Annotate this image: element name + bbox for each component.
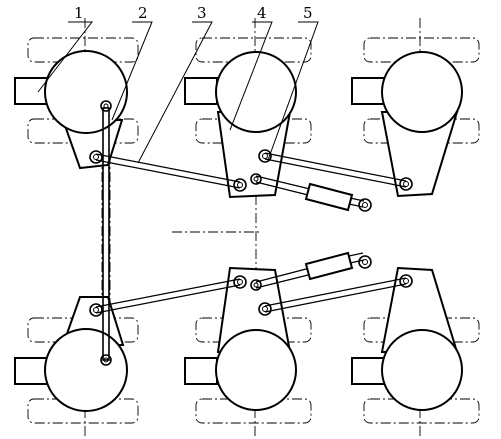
cylinder-top	[255, 175, 372, 212]
joint-top-mid-b-inner	[262, 153, 268, 159]
cylinder-piston-a	[348, 252, 364, 257]
cylinder-rod-b	[255, 273, 313, 289]
wheel-top-mid	[184, 51, 297, 199]
wheel-bottom-left	[14, 296, 128, 412]
callout-leader-4	[229, 21, 273, 131]
vertical-drag-link	[100, 100, 112, 366]
drag-link-end-top	[100, 100, 112, 112]
tyre-outline-bottom-right-lower	[363, 398, 480, 424]
wheel-bottom-right	[351, 266, 463, 411]
callout-label-4: 4	[257, 4, 267, 22]
callout-label-3: 3	[197, 4, 207, 22]
tie-rod-bottom-left-a	[95, 278, 241, 308]
joint-bottom-mid-c	[250, 279, 262, 291]
cylinder-eye-inner	[362, 259, 368, 265]
joint-bottom-mid-a	[233, 275, 247, 289]
callout-leader-2	[111, 21, 153, 121]
cylinder-rod-a	[255, 175, 311, 190]
joint-top-mid-c	[250, 173, 262, 185]
wheel-circle	[215, 329, 297, 411]
drag-link-end-bottom	[100, 354, 112, 366]
hub-stub	[351, 357, 385, 385]
cylinder-eye-inner	[362, 202, 368, 208]
joint-bottom-mid-c-inner	[253, 282, 259, 288]
hub-stub	[351, 77, 385, 105]
cylinder-body	[304, 182, 354, 212]
cylinder-piston-b	[348, 203, 364, 208]
joint-bottom-right-inner	[403, 278, 409, 284]
tyre-outline-top-left-upper	[27, 37, 139, 63]
callout-label-5: 5	[303, 4, 313, 22]
joint-bottom-mid-a-inner	[237, 279, 243, 285]
cylinder-piston-b	[349, 259, 365, 264]
wheel-circle	[44, 50, 128, 134]
tie-rod-top-left-b	[95, 159, 241, 189]
pivot-joints	[89, 149, 413, 317]
tie-rod-top-right-b	[264, 158, 407, 188]
tie-rod-top-right-a	[264, 152, 407, 182]
hub-stub	[184, 77, 218, 105]
joint-bottom-left-inner	[93, 307, 99, 313]
joint-bottom-right	[399, 274, 413, 288]
wheel-circle	[381, 329, 463, 411]
joint-top-mid-a-inner	[237, 182, 243, 188]
joint-top-right-inner	[403, 181, 409, 187]
joint-top-left-inner	[93, 154, 99, 160]
cylinder-eye	[358, 198, 372, 212]
callout-leaders	[37, 21, 319, 164]
cylinder-eye	[358, 255, 372, 269]
callout-leader-5	[267, 21, 319, 161]
hub-stub	[14, 77, 48, 105]
wheel-bottom-mid	[184, 266, 297, 411]
drag-link-end-bottom-inner	[103, 357, 109, 363]
joint-top-mid-a	[233, 178, 247, 192]
wheel-circle	[381, 51, 463, 133]
tie-rod-top-left-a	[95, 153, 241, 183]
cylinder-rod-a	[255, 267, 311, 283]
tie-rod-bottom-right-a	[264, 277, 407, 307]
tie-rod-bottom-left-b	[95, 284, 241, 314]
joint-bottom-mid-b	[258, 302, 272, 316]
hub-stub	[14, 357, 48, 385]
joint-top-mid-b	[258, 149, 272, 163]
callout-label-2: 2	[138, 4, 148, 22]
wheel-circle	[215, 51, 297, 133]
joint-top-right	[399, 177, 413, 191]
joint-top-mid-c-inner	[253, 176, 259, 182]
tie-rods	[95, 152, 407, 314]
wheel-top-right	[351, 51, 463, 198]
callout-leader-3	[137, 21, 213, 164]
cylinder-bottom	[255, 251, 372, 289]
wheel-circle	[44, 328, 128, 412]
callout-leader-1	[37, 21, 94, 93]
tie-rod-bottom-right-b	[264, 283, 407, 313]
joint-top-left	[89, 150, 103, 164]
hub-stub	[184, 357, 218, 385]
drag-link-end-top-inner	[103, 103, 109, 109]
cylinder-rod-b	[255, 181, 309, 196]
joint-bottom-mid-b-inner	[262, 306, 268, 312]
tyre-outline-bottom-mid-lower	[195, 398, 312, 424]
callout-label-1: 1	[74, 4, 84, 22]
cylinder-body	[304, 251, 354, 281]
joint-bottom-left	[89, 303, 103, 317]
callout-labels: 1 2 3 4 5	[74, 4, 313, 22]
wheel-top-left	[14, 50, 128, 170]
